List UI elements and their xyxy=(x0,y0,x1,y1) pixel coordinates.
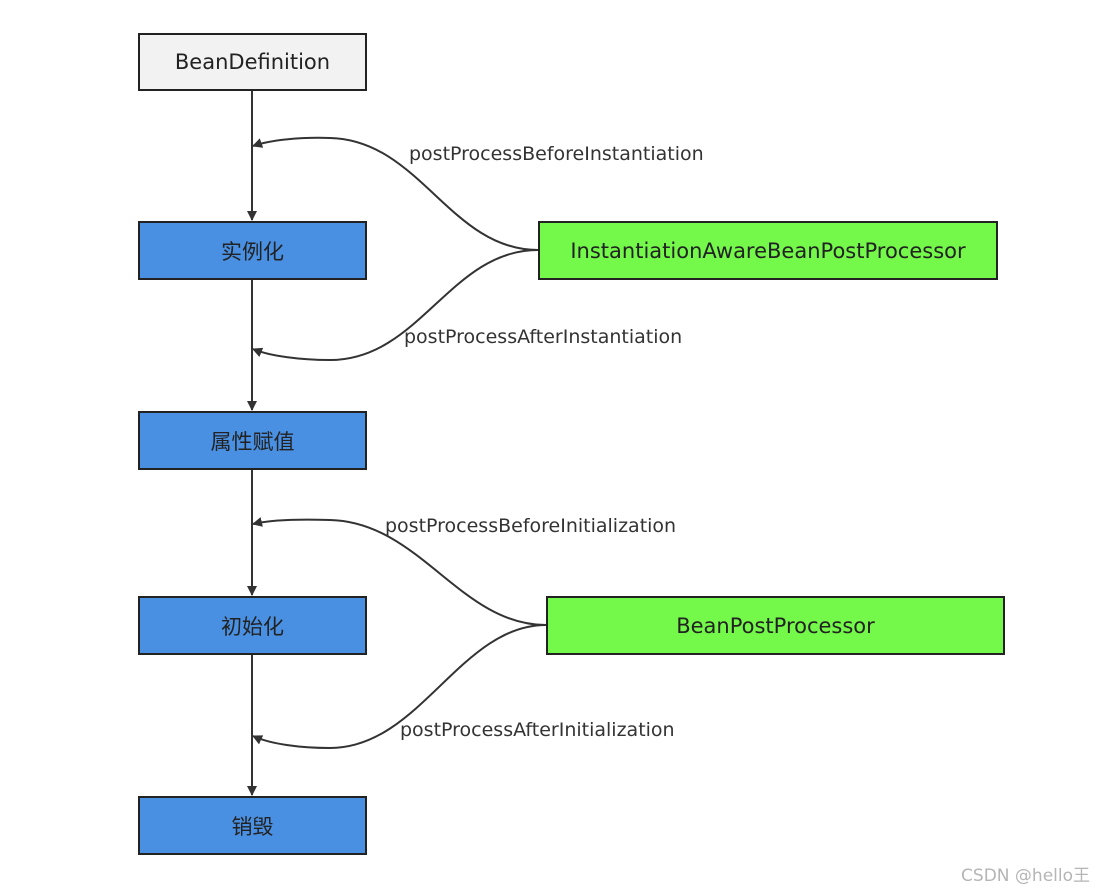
destroy-label: 销毁 xyxy=(231,814,274,839)
bean-post-processor-node: BeanPostProcessor xyxy=(546,596,1005,655)
curve-after-instantiation xyxy=(252,249,539,362)
label-before-initialization: postProcessBeforeInitialization xyxy=(385,515,677,537)
instantiation-aware-processor-node: InstantiationAwareBeanPostProcessor xyxy=(538,221,998,280)
curve-after-initialization xyxy=(252,624,547,750)
label-before-instantiation: postProcessBeforeInstantiation xyxy=(409,143,704,165)
curve-before-initialization xyxy=(252,517,547,626)
instantiation-aware-processor-label: InstantiationAwareBeanPostProcessor xyxy=(570,238,966,263)
bean-post-processor-label: BeanPostProcessor xyxy=(676,613,875,638)
curve-before-instantiation xyxy=(252,136,539,251)
populate-node: 属性赋值 xyxy=(138,411,367,470)
initialize-label: 初始化 xyxy=(221,614,284,639)
destroy-node: 销毁 xyxy=(138,796,367,855)
bean-definition-label: BeanDefinition xyxy=(174,50,331,74)
watermark: CSDN @hello王 xyxy=(961,866,1090,886)
populate-label: 属性赋值 xyxy=(210,429,295,454)
label-after-initialization: postProcessAfterInitialization xyxy=(400,719,675,741)
label-after-instantiation: postProcessAfterInstantiation xyxy=(404,326,683,348)
instantiate-label: 实例化 xyxy=(221,239,284,264)
initialize-node: 初始化 xyxy=(138,596,367,655)
bean-definition-node: BeanDefinition xyxy=(138,33,367,91)
instantiate-node: 实例化 xyxy=(138,221,367,280)
